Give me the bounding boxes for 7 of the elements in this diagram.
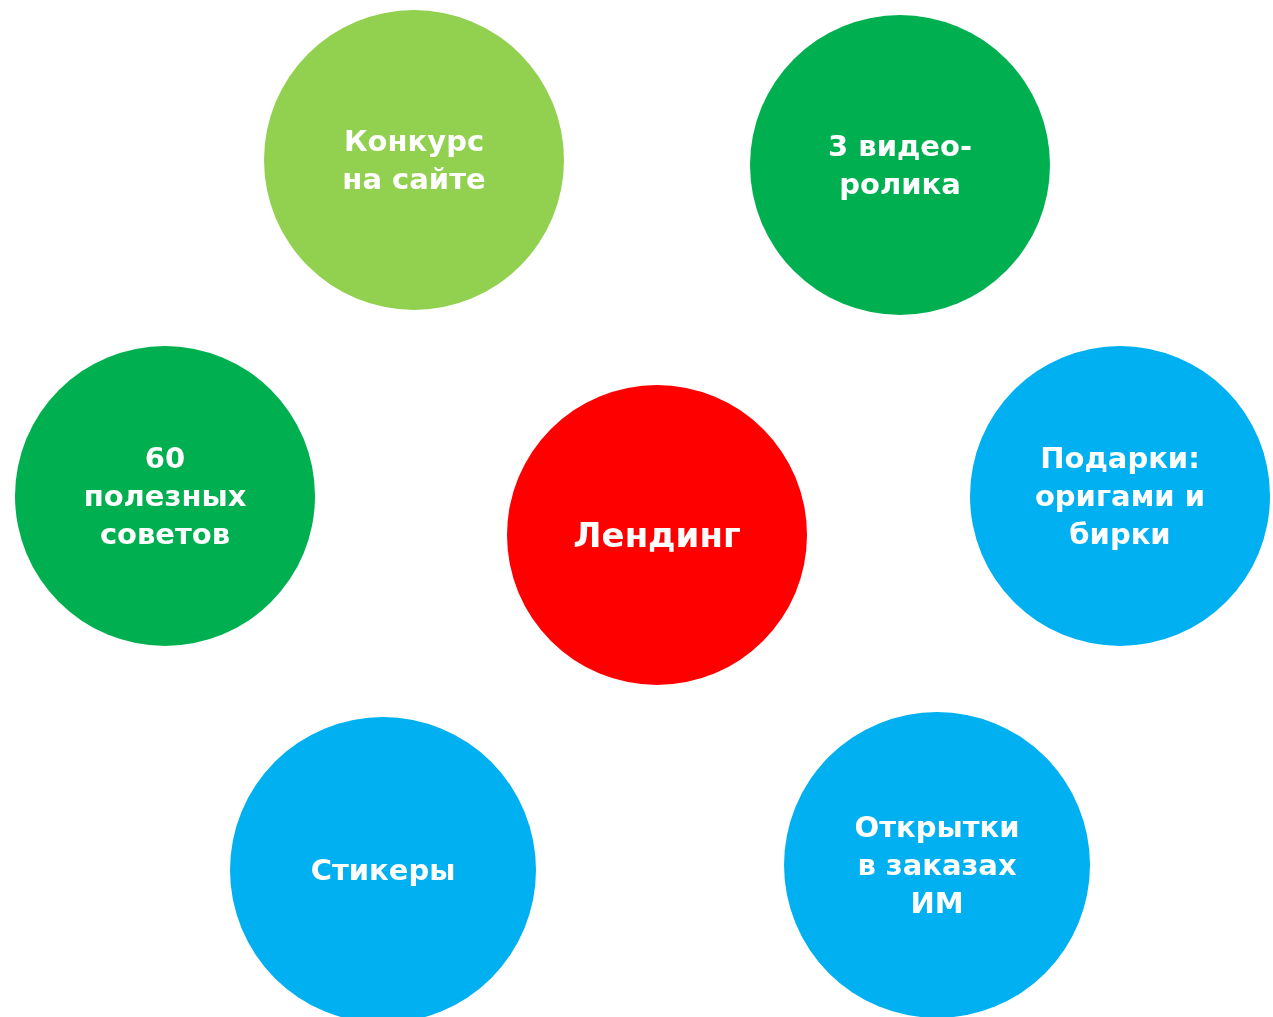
node-text: Открытки в заказах ИМ	[853, 809, 1021, 922]
node-text: Конкурс на сайте	[341, 123, 487, 198]
node-text: Лендинг	[573, 516, 741, 554]
node-text: Подарки: оригами и бирки	[1033, 440, 1207, 553]
node-text: Стикеры	[310, 852, 456, 889]
node-text: 3 видео-ролика	[827, 128, 973, 203]
node-text: 60 полезных советов	[82, 440, 248, 553]
